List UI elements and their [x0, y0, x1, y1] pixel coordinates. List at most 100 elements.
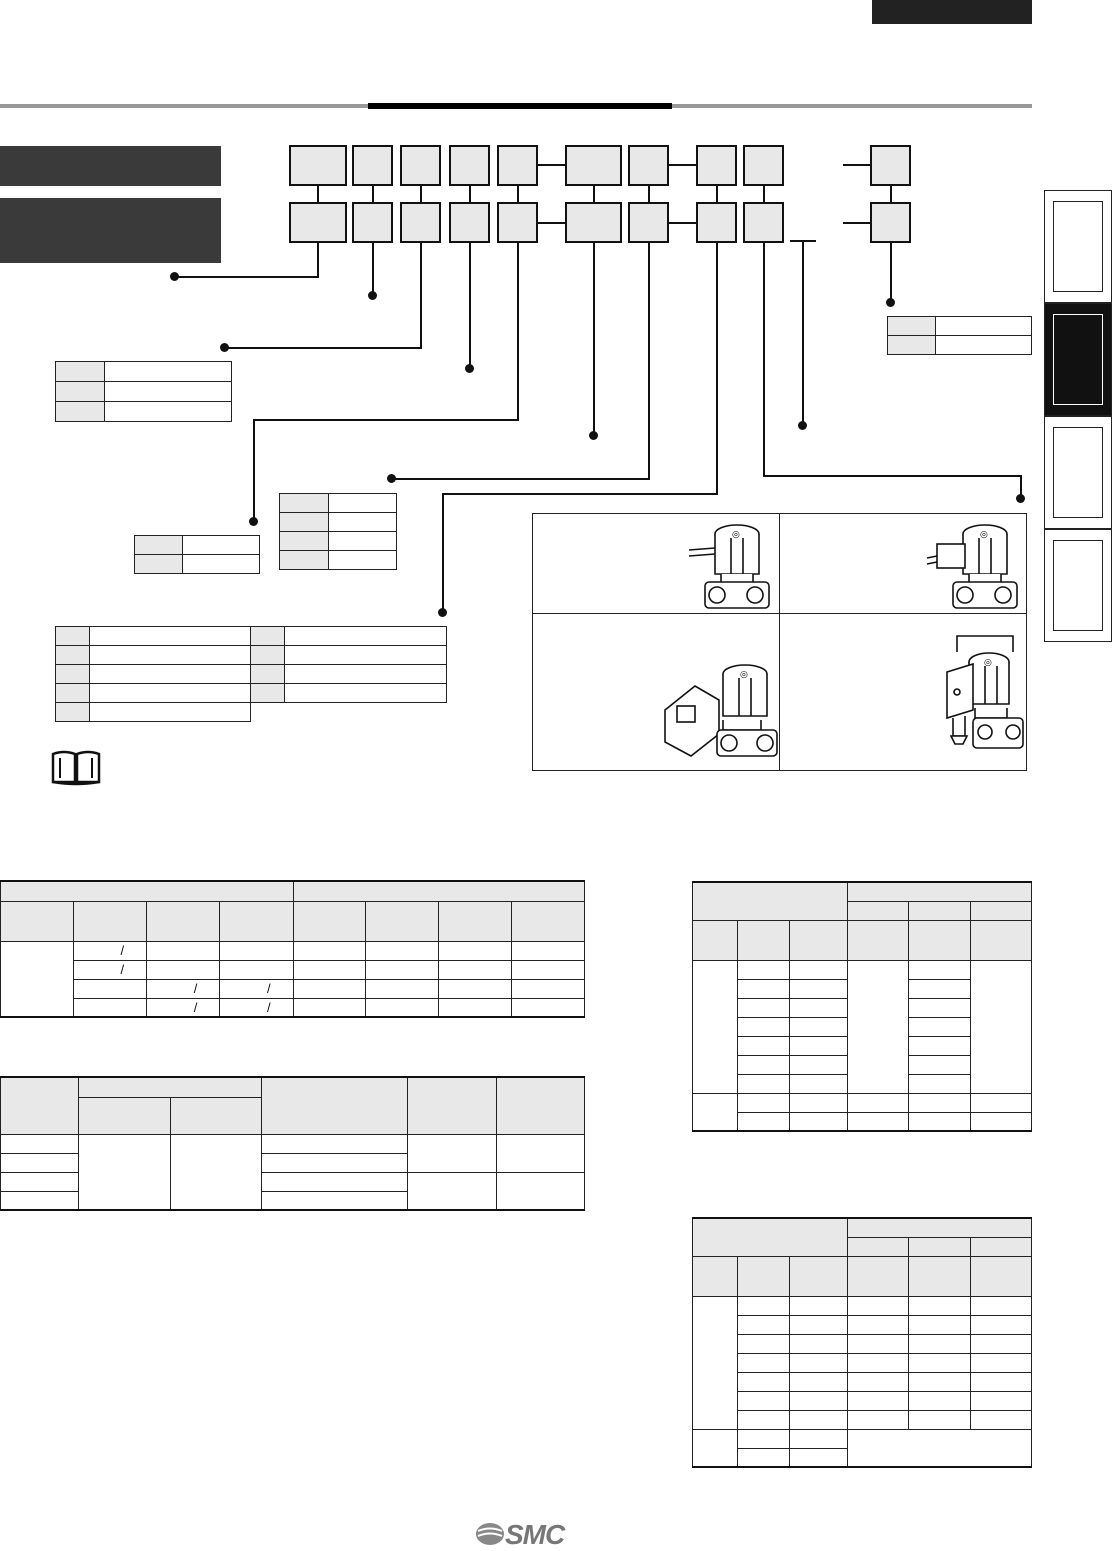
side-index-tab-2[interactable] — [1044, 303, 1112, 416]
side-index-tab-3[interactable] — [1044, 416, 1112, 529]
connector — [593, 186, 595, 203]
leader-line — [593, 243, 595, 435]
connector — [890, 186, 892, 203]
code-box-r2-6 — [565, 202, 622, 243]
valve-conduit-icon: ◎ — [926, 524, 1018, 609]
valve-conduit-terminal-icon: ◎ — [946, 635, 1024, 749]
spec-table-4 — [692, 1217, 1033, 1468]
leader-dot — [249, 517, 258, 526]
leader-line — [802, 240, 804, 426]
connector — [372, 186, 374, 203]
code-box-r2-8 — [696, 202, 737, 243]
fig-divider-v — [779, 514, 780, 771]
leader-dot — [368, 291, 377, 300]
code-box-r2-7 — [628, 202, 669, 243]
leader-dot — [798, 421, 807, 430]
connector — [763, 186, 765, 203]
code-box-r1-6 — [565, 145, 622, 186]
code-box-r2-10 — [870, 202, 911, 243]
leader-line — [469, 243, 471, 368]
series-panel-1 — [0, 146, 221, 186]
option-table-2 — [279, 493, 397, 570]
leader-line — [175, 276, 319, 278]
code-box-r1-4 — [449, 145, 490, 186]
connector — [469, 186, 471, 203]
connector — [716, 186, 718, 203]
leader-line — [317, 243, 319, 278]
leader-line — [420, 243, 422, 349]
svg-text:◎: ◎ — [740, 670, 748, 680]
connector — [317, 186, 319, 203]
leader-line — [517, 243, 519, 421]
leader-line — [890, 243, 892, 303]
option-table-1 — [55, 361, 232, 422]
code-box-r2-5 — [497, 202, 538, 243]
header-index-tab — [872, 0, 1032, 24]
option-table-5a — [55, 626, 251, 722]
fig-divider-h — [533, 613, 1027, 614]
code-box-r1-5 — [497, 145, 538, 186]
svg-text:◎: ◎ — [984, 658, 992, 668]
smc-logo-mark-icon — [475, 1522, 505, 1546]
leader-line — [442, 493, 718, 495]
svg-text:◎: ◎ — [732, 530, 740, 540]
leader-line — [763, 475, 1022, 477]
code-box-r1-8 — [696, 145, 737, 186]
valve-din-terminal-icon: ◎ — [664, 664, 778, 757]
leader-line — [716, 243, 718, 495]
leader-line — [442, 493, 444, 612]
code-box-r1-9 — [743, 145, 784, 186]
svg-text:◎: ◎ — [980, 530, 988, 540]
code-box-r2-4 — [449, 202, 490, 243]
smc-logo: SMC — [505, 1519, 565, 1551]
dash-r2-c — [843, 222, 870, 224]
code-box-r1-10 — [870, 145, 911, 186]
option-table-4 — [887, 316, 1032, 355]
code-box-r2-9 — [743, 202, 784, 243]
leader-dot — [886, 298, 895, 307]
leader-dot — [387, 474, 396, 483]
code-box-r1-1 — [289, 145, 347, 186]
connector — [420, 186, 422, 203]
leader-dot — [465, 364, 474, 373]
dash-r1-b — [669, 164, 696, 166]
smc-logo-text: SMC — [505, 1519, 565, 1550]
spec-table-3 — [692, 881, 1033, 1132]
leader-line — [372, 243, 374, 295]
leader-dot — [438, 608, 447, 617]
side-index-tab-4[interactable] — [1044, 529, 1112, 642]
leader-line — [253, 419, 255, 521]
valve-grommet-icon: ◎ — [688, 524, 770, 609]
header-rule-accent — [368, 103, 672, 109]
code-box-r2-2 — [352, 202, 393, 243]
dash-r1-a — [538, 164, 565, 166]
leader-dot — [170, 272, 179, 281]
code-box-r1-3 — [400, 145, 441, 186]
electrical-entry-figures: ◎ ◎ ◎ — [532, 513, 1027, 771]
leader-line — [648, 243, 650, 480]
dash-r1-c — [843, 164, 870, 166]
leader-dot — [589, 431, 598, 440]
code-box-r1-2 — [352, 145, 393, 186]
leader-line — [392, 478, 650, 480]
open-book-icon — [50, 748, 102, 786]
series-panel-2 — [0, 198, 221, 263]
code-box-r2-1 — [289, 202, 347, 243]
leader-line — [763, 243, 765, 477]
spec-table-2 — [0, 1076, 586, 1211]
leader-dot — [1016, 494, 1025, 503]
option-table-5b — [250, 626, 447, 703]
leader-line — [253, 419, 519, 421]
connector — [648, 186, 650, 203]
dash-r2-a — [538, 222, 565, 224]
leader-line — [225, 347, 422, 349]
side-index-tab-1[interactable] — [1044, 190, 1112, 303]
leader-line — [1020, 475, 1022, 501]
dash-r2-b — [669, 222, 696, 224]
option-table-3 — [134, 535, 260, 574]
code-box-r1-7 — [628, 145, 669, 186]
leader-dot — [220, 343, 229, 352]
spec-table-1: / / // // — [0, 880, 586, 1018]
connector — [517, 186, 519, 203]
code-box-r2-3 — [400, 202, 441, 243]
